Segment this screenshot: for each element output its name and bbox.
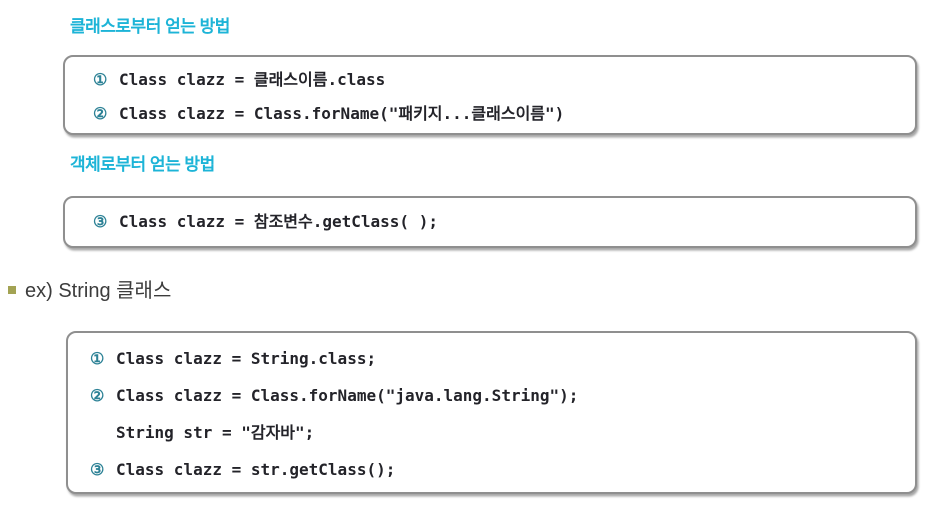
circled-number-3: ③ (90, 460, 105, 479)
code-line: ① Class clazz = 클래스이름.class (93, 63, 905, 97)
code-line: ③ Class clazz = 참조변수.getClass( ); (93, 198, 905, 246)
example-bullet-line: ex) String 클래스 (8, 274, 171, 303)
code-text: String str = "감자바"; (116, 423, 315, 442)
code-line: String str = "감자바"; (90, 414, 905, 451)
code-text: Class clazz = 클래스이름.class (119, 70, 386, 89)
code-line: ① Class clazz = String.class; (90, 340, 905, 377)
code-text: Class clazz = String.class; (116, 349, 377, 368)
bullet-square-icon (8, 285, 16, 294)
code-line: ③ Class clazz = str.getClass(); (90, 451, 905, 488)
example-bullet-text: ex) String 클래스 (25, 280, 172, 302)
section-heading-from-class: 클래스로부터 얻는 방법 (70, 17, 230, 36)
code-text: Class clazz = str.getClass(); (116, 460, 396, 479)
code-line: ② Class clazz = Class.forName("java.lang… (90, 377, 905, 414)
code-box-from-object: ③ Class clazz = 참조변수.getClass( ); (63, 196, 917, 248)
code-text: Class clazz = Class.forName("java.lang.S… (116, 386, 579, 405)
circled-number-2: ② (93, 104, 108, 123)
code-line: ② Class clazz = Class.forName("패키지...클래스… (93, 97, 905, 131)
code-text: Class clazz = 참조변수.getClass( ); (119, 212, 438, 231)
code-box-string-example: ① Class clazz = String.class; ② Class cl… (66, 331, 917, 494)
code-box-from-class: ① Class clazz = 클래스이름.class ② Class claz… (63, 55, 917, 135)
circled-number-3: ③ (93, 212, 108, 231)
circled-number-1: ① (90, 349, 105, 368)
circled-number-2: ② (90, 386, 105, 405)
circled-number-1: ① (93, 70, 108, 89)
code-text: Class clazz = Class.forName("패키지...클래스이름… (119, 104, 565, 123)
section-heading-from-object: 객체로부터 얻는 방법 (70, 155, 215, 174)
